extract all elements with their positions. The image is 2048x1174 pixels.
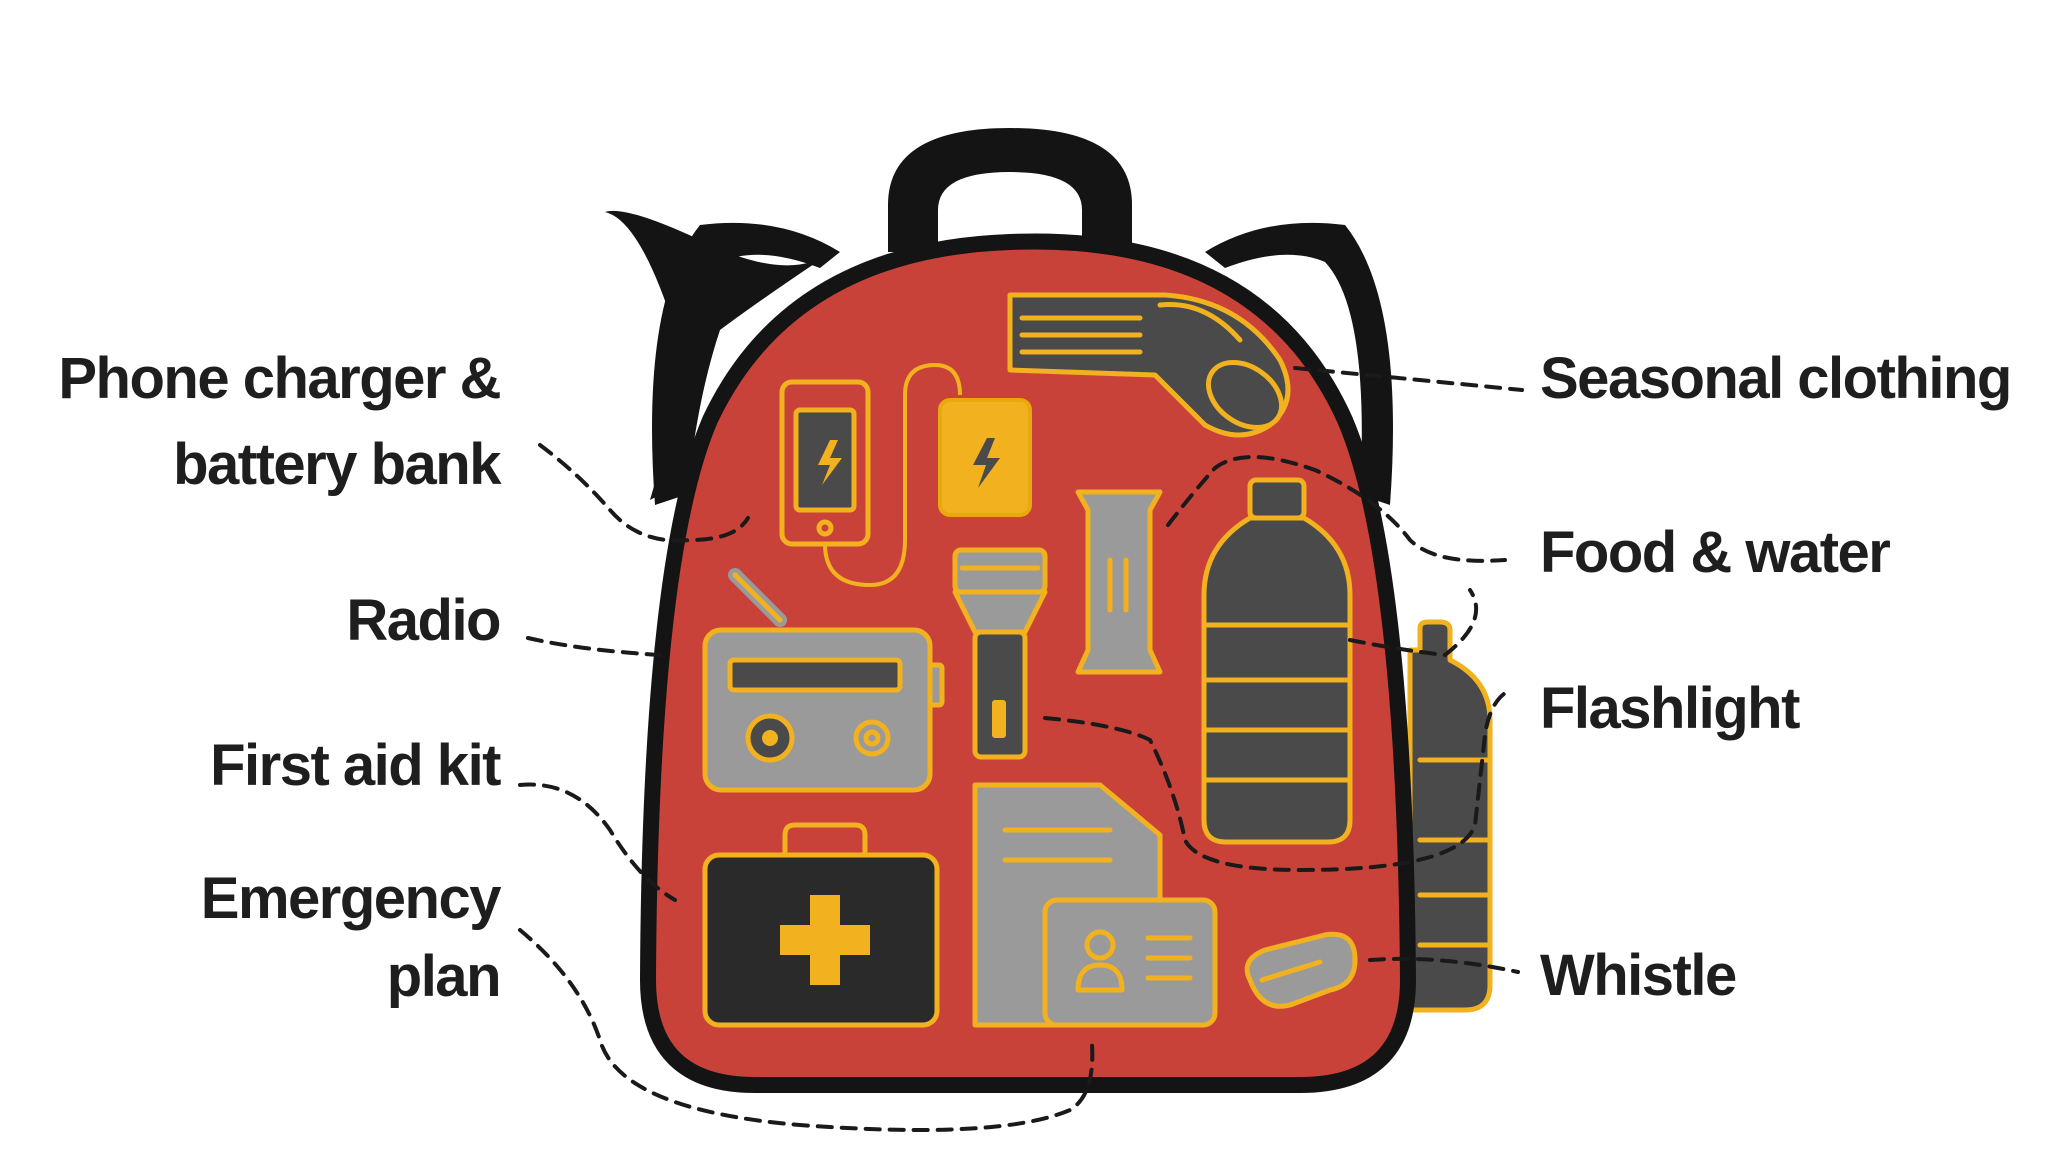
water-bottle-item bbox=[1201, 477, 1353, 845]
leader-whistle bbox=[1368, 956, 1520, 974]
leader-food bbox=[1166, 455, 1507, 563]
label-radio: Radio bbox=[346, 588, 500, 653]
leader-phone bbox=[538, 443, 750, 543]
flashlight-item bbox=[952, 547, 1048, 760]
id-card-item bbox=[1042, 897, 1218, 1028]
leader-flashlight bbox=[1043, 688, 1512, 873]
label-emergency-line1: Emergency bbox=[201, 866, 501, 931]
leader-radio bbox=[526, 636, 662, 657]
first-aid-kit-item bbox=[702, 822, 940, 1028]
label-phone-line1: Phone charger & bbox=[58, 346, 500, 411]
leader-lines bbox=[518, 366, 1524, 1132]
phone-item bbox=[779, 379, 871, 547]
label-whistle: Whistle bbox=[1540, 943, 1736, 1008]
leader-emergency-plan bbox=[518, 928, 1095, 1132]
side-water-bottle bbox=[1407, 619, 1493, 1013]
charger-cable bbox=[823, 362, 962, 588]
battery-bank-item bbox=[938, 398, 1032, 517]
food-bar-item bbox=[1075, 489, 1163, 675]
leader-seasonal bbox=[1293, 366, 1524, 392]
label-emergency-line2: plan bbox=[387, 944, 500, 1009]
label-phone-line2: battery bank bbox=[173, 432, 502, 497]
top-handle bbox=[888, 128, 1132, 252]
label-food: Food & water bbox=[1540, 520, 1890, 585]
label-flashlight: Flashlight bbox=[1540, 676, 1800, 741]
leader-first-aid bbox=[518, 782, 677, 902]
label-seasonal: Seasonal clothing bbox=[1540, 346, 2011, 411]
labels: Phone charger & battery bank Radio First… bbox=[58, 346, 2012, 1009]
whistle-item bbox=[1244, 931, 1358, 1009]
seasonal-clothing-item bbox=[1007, 292, 1291, 438]
radio-item bbox=[702, 568, 945, 793]
leader-water bbox=[1348, 588, 1479, 658]
label-first-aid: First aid kit bbox=[210, 733, 501, 798]
backpack-straps bbox=[605, 210, 1393, 505]
